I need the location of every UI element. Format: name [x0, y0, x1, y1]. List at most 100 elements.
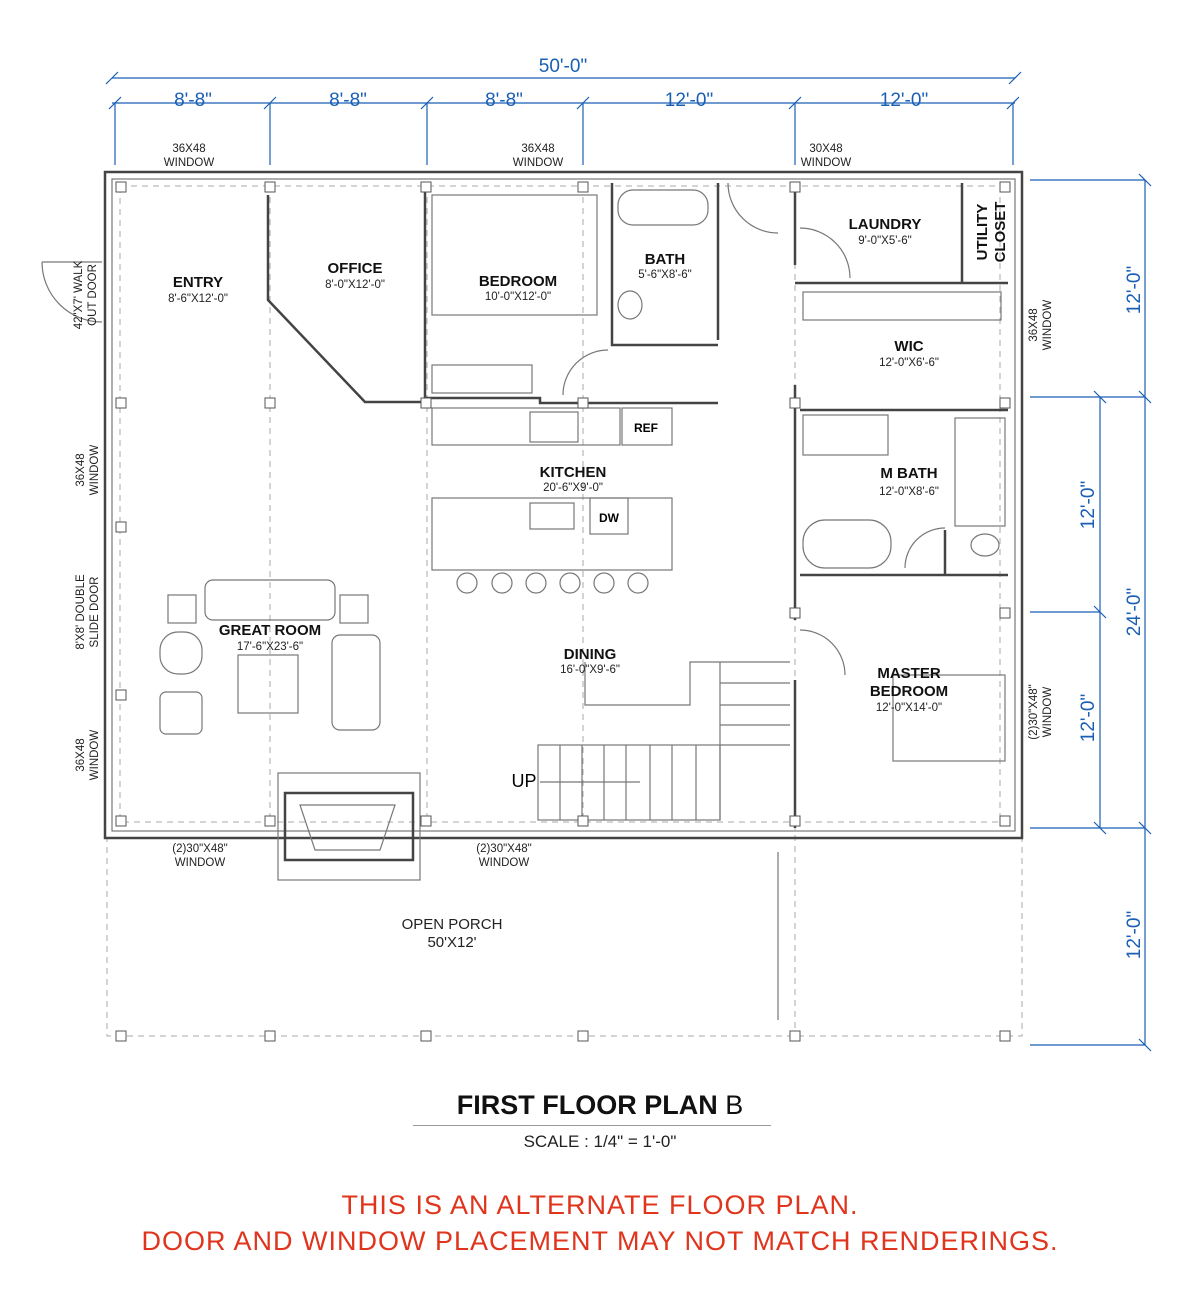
plan-title-main: FIRST FLOOR PLAN — [456, 1090, 718, 1120]
window-note: (2)30"X48" — [1028, 684, 1040, 739]
room-name-master-2: BEDROOM — [870, 683, 948, 700]
bay-dimension: 12'-0" — [665, 90, 713, 111]
opening-notes: 36X48 WINDOW 36X48 WINDOW 30X48 WINDOW 4… — [73, 143, 1054, 869]
room-size-dining: 16'-0"X9'-6" — [560, 664, 620, 676]
fireplace-hearth — [277, 772, 421, 881]
window-note: WINDOW — [479, 857, 530, 869]
room-name-office: OFFICE — [328, 260, 383, 277]
master-bed — [892, 674, 1006, 762]
window-note: WINDOW — [164, 157, 215, 169]
plan-title: FIRST FLOOR PLAN B — [0, 1090, 1200, 1121]
armchair — [159, 631, 203, 675]
room-size-great-room: 17'-6"X23'-6" — [237, 641, 303, 653]
room-size-laundry: 9'-0"X5'-6" — [858, 235, 911, 247]
window-note: (2)30"X48" — [172, 843, 227, 855]
room-labels: ENTRY 8'-6"X12'-0" OFFICE 8'-0"X12'-0" B… — [168, 202, 1009, 951]
bathtub — [802, 519, 892, 569]
window-note: WINDOW — [1042, 300, 1054, 351]
kitchen-counter — [431, 407, 621, 446]
window-note: WINDOW — [175, 857, 226, 869]
shower — [954, 417, 1006, 527]
room-name-bath: BATH — [645, 251, 686, 268]
right-dimension: 12'-0" — [1124, 911, 1145, 959]
room-size-wic: 12'-0"X6'-6" — [879, 357, 939, 369]
plan-scale: SCALE : 1/4" = 1'-0" — [523, 1132, 677, 1151]
plan-title-suffix: B — [725, 1090, 744, 1120]
bed — [431, 194, 598, 316]
room-name-laundry: LAUNDRY — [849, 216, 922, 233]
bay-dimension: 8'-8" — [329, 90, 367, 111]
room-size-mbath: 12'-0"X8'-6" — [879, 486, 939, 498]
bay-dimension: 8'-8" — [485, 90, 523, 111]
title-underline — [413, 1125, 771, 1126]
room-name-entry: ENTRY — [173, 274, 223, 291]
window-note: 30X48 — [809, 143, 842, 155]
kitchen-island — [431, 497, 673, 571]
closet-rod — [431, 364, 533, 394]
window-note: 36X48 — [521, 143, 554, 155]
window-note: 36X48 — [172, 143, 205, 155]
room-size-master: 12'-0"X14'-0" — [876, 702, 942, 714]
notice-line-1: THIS IS AN ALTERNATE FLOOR PLAN. — [341, 1190, 859, 1220]
dishwasher — [589, 497, 629, 535]
cooktop — [529, 411, 579, 443]
door-note: 42"X7' WALK — [73, 260, 85, 329]
room-name-mbath: M BATH — [880, 465, 937, 482]
fixtures — [115, 181, 1011, 1042]
room-name-dining: DINING — [564, 646, 617, 663]
walls — [41, 170, 1024, 840]
fridge — [621, 407, 673, 446]
end-table — [339, 594, 369, 624]
structural-grid — [106, 185, 1023, 1037]
window-note: WINDOW — [513, 157, 564, 169]
coffee-table — [237, 654, 299, 714]
stairs — [537, 662, 790, 821]
kitchen-sink — [529, 502, 575, 530]
room-name-kitchen: KITCHEN — [540, 464, 607, 481]
door-note: OUT DOOR — [87, 264, 99, 326]
vanity — [802, 414, 889, 456]
closet-rod — [802, 291, 1002, 321]
room-size-bedroom: 10'-0"X12'-0" — [485, 291, 551, 303]
room-name-master: MASTER — [877, 665, 941, 682]
room-size-kitchen: 20'-6"X9'-0" — [543, 482, 603, 494]
bar-stools — [456, 572, 649, 594]
end-table — [167, 594, 197, 624]
bay-dimension: 8'-8" — [174, 90, 212, 111]
dimension-lines: 50'-0" 8'-8" 8'-8" 8'-8" 12'-0" 12'-0" 1… — [105, 56, 1152, 1052]
door-note: 8'X8' DOUBLE — [75, 574, 87, 650]
window-note: WINDOW — [89, 445, 101, 496]
sink — [617, 290, 643, 320]
window-note: WINDOW — [801, 157, 852, 169]
room-size-office: 8'-0"X12'-0" — [325, 279, 385, 291]
room-name-porch: OPEN PORCH — [402, 916, 503, 933]
room-size-porch: 50'X12' — [427, 934, 476, 951]
ref-label: REF — [634, 421, 658, 435]
columns — [115, 181, 1011, 1042]
notice-line-2: DOOR AND WINDOW PLACEMENT MAY NOT MATCH … — [141, 1226, 1059, 1256]
window-note: 36X48 — [75, 453, 87, 486]
right-inner-dimension: 12'-0" — [1078, 694, 1099, 742]
door-note: SLIDE DOOR — [89, 577, 101, 648]
right-dimension: 24'-0" — [1124, 588, 1145, 636]
room-name-utility: UTILITY — [974, 204, 991, 261]
stairs-up-label: UP — [511, 771, 536, 791]
room-size-bath: 5'-6"X8'-6" — [638, 269, 691, 281]
sofa — [204, 579, 336, 621]
bay-dimension: 12'-0" — [880, 90, 928, 111]
bathtub — [617, 189, 709, 226]
right-inner-dimension: 12'-0" — [1078, 481, 1099, 529]
window-note: (2)30"X48" — [476, 843, 531, 855]
window-note: WINDOW — [89, 730, 101, 781]
room-name-wic: WIC — [894, 338, 923, 355]
fireplace — [283, 791, 415, 862]
room-name-great-room: GREAT ROOM — [219, 622, 321, 639]
right-dimension: 12'-0" — [1124, 266, 1145, 314]
armchair — [159, 691, 203, 735]
toilet — [970, 533, 1000, 557]
window-note: 36X48 — [1028, 308, 1040, 341]
room-name-closet: CLOSET — [992, 202, 1009, 263]
sofa — [331, 634, 381, 731]
overall-width-dimension: 50'-0" — [539, 56, 587, 77]
